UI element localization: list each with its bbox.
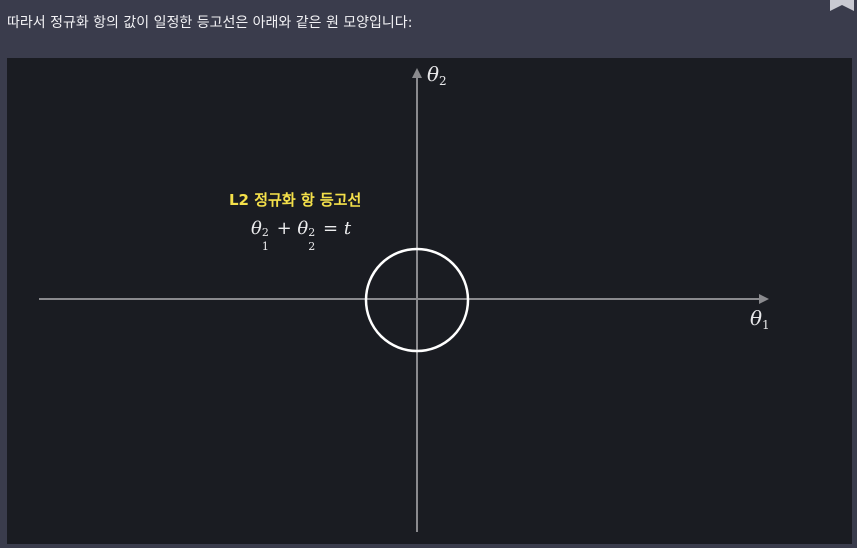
annotation-title: L2 정규화 항 등고선 (229, 191, 362, 209)
l2-contour-circle (364, 247, 470, 353)
caption-text: 따라서 정규화 항의 값이 일정한 등고선은 아래와 같은 원 모양입니다: (7, 15, 413, 31)
y-axis-arrow-icon (412, 68, 422, 78)
bookmark-icon[interactable] (829, 0, 855, 12)
y-axis-label: θ2 (427, 62, 447, 88)
x-axis-arrow-icon (759, 294, 769, 304)
x-axis-label: θ1 (750, 306, 770, 332)
diagram-svg (39, 68, 769, 532)
